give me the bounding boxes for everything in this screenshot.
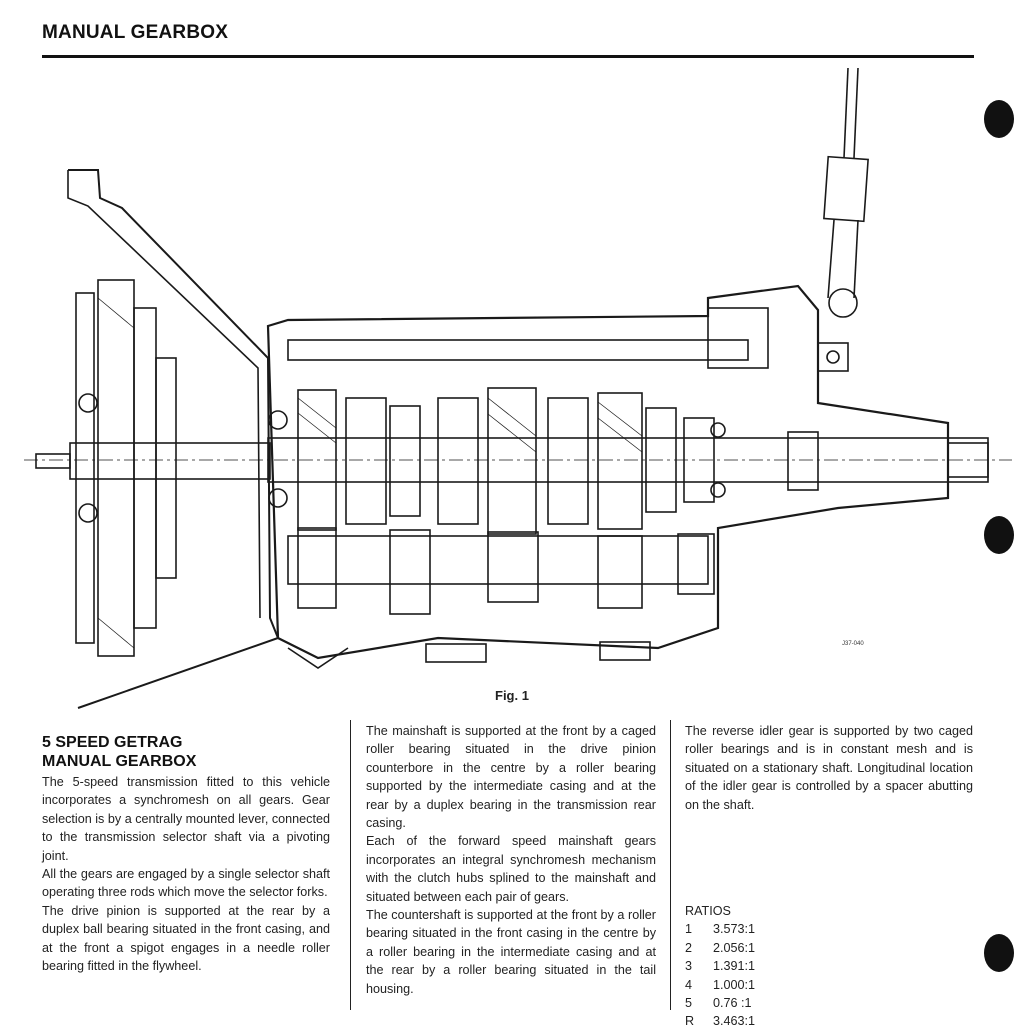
page-title: MANUAL GEARBOX [42,22,229,43]
ratio-row: 3 1.391:1 [685,957,973,975]
paragraph: The drive pinion is supported at the rea… [42,903,330,974]
paragraph: The reverse idler gear is supported by t… [685,724,973,812]
gear-label: 1 [685,922,693,937]
paragraph: Each of the forward speed mainshaft gear… [366,834,656,904]
ratios-title: RATIOS [685,904,731,919]
gear-ratio: 1.391:1 [713,959,756,974]
paragraph: The mainshaft is supported at the front … [366,724,656,831]
paragraph: The countershaft is supported at the fro… [366,908,656,996]
gearbox-cross-section-figure [24,67,1012,709]
paragraph: The 5-speed transmission fitted to this … [42,775,330,863]
paragraph: All the gears are engaged by a single se… [42,867,330,900]
text-column-2: The mainshaft is supported at the front … [366,722,656,998]
section-title-line2: MANUAL GEARBOX [42,753,197,770]
ratio-row: 5 0.76 :1 [685,994,973,1012]
ratio-row: R 3.463:1 [685,1012,973,1030]
section-title: 5 SPEED GETRAG MANUAL GEARBOX [42,733,330,771]
figure-code: J37-040 [842,641,864,647]
ratio-row: 1 3.573:1 [685,920,973,938]
ratios-table: 1 3.573:1 2 2.056:1 3 1.391:1 4 1.000:1 … [685,920,973,1030]
punch-hole [984,516,1014,554]
text-column-3: The reverse idler gear is supported by t… [685,722,973,1031]
gear-label: 5 [685,996,693,1011]
ratio-row: 2 2.056:1 [685,939,973,957]
column-divider [670,720,671,1010]
gear-ratio: 2.056:1 [713,940,756,955]
punch-hole [984,100,1014,138]
column-divider [350,720,351,1010]
gear-label: 4 [685,977,693,992]
gear-ratio: 0.76 :1 [713,996,752,1011]
gear-ratio: 1.000:1 [713,977,756,992]
punch-hole [984,934,1014,972]
gear-label: 2 [685,940,693,955]
header-rule [42,55,974,58]
section-title-line1: 5 SPEED GETRAG [42,734,183,751]
gear-label: R [685,1014,695,1029]
gear-ratio: 3.463:1 [713,1014,756,1029]
figure-caption: Fig. 1 [495,688,529,703]
ratio-row: 4 1.000:1 [685,976,973,994]
gear-label: 3 [685,959,693,974]
text-column-1: 5 SPEED GETRAG MANUAL GEARBOX The 5-spee… [42,722,330,975]
gear-ratio: 3.573:1 [713,922,756,937]
